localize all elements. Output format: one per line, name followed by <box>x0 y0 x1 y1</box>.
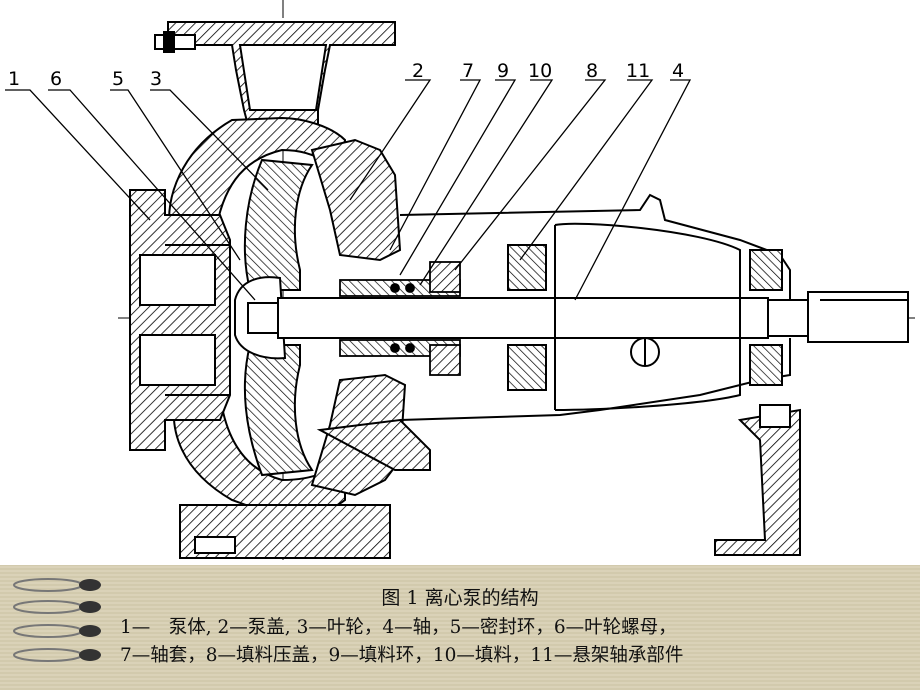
callout-11: 11 <box>626 60 650 82</box>
pump-cover <box>310 138 431 497</box>
centrifugal-pump-cross-section: 1 6 5 3 2 7 9 10 8 11 4 <box>5 0 915 560</box>
callout-1: 1 <box>8 68 20 90</box>
callout-4: 4 <box>672 60 684 82</box>
suction-flange <box>129 189 231 451</box>
callout-5: 5 <box>112 68 124 90</box>
packing-assembly <box>339 261 461 376</box>
callout-3: 3 <box>150 68 162 90</box>
callout-10: 10 <box>528 60 552 82</box>
callout-2: 2 <box>412 60 424 82</box>
caption-panel: 图 1 离心泵的结构 1— 泵体, 2—泵盖, 3—叶轮，4—轴，5—密封环，6… <box>0 565 920 690</box>
callout-7: 7 <box>462 60 474 82</box>
pump-casing <box>168 116 391 559</box>
leader-lines <box>5 79 692 301</box>
callout-8: 8 <box>586 60 598 82</box>
callout-9: 9 <box>497 60 509 82</box>
shaft <box>247 291 909 343</box>
notebook-ring-icon <box>13 600 101 614</box>
discharge-nozzle <box>154 21 396 126</box>
notebook-ring-icon <box>13 624 101 638</box>
legend-line-1: 1— 泵体, 2—泵盖, 3—叶轮，4—轴，5—密封环，6—叶轮螺母， <box>120 617 677 638</box>
figure-caption-title: 图 1 离心泵的结构 <box>381 587 539 609</box>
support-foot <box>714 404 801 556</box>
bearing-bracket <box>399 193 791 421</box>
legend-line-2: 7—轴套，8—填料压盖，9—填料环，10—填料，11—悬架轴承部件 <box>120 645 684 666</box>
callout-6: 6 <box>50 68 62 90</box>
notebook-ring-icon <box>13 578 101 592</box>
notebook-ring-icon <box>13 648 101 662</box>
callout-numbers: 1 6 5 3 2 7 9 10 8 11 4 <box>8 60 684 90</box>
impeller <box>234 158 314 477</box>
